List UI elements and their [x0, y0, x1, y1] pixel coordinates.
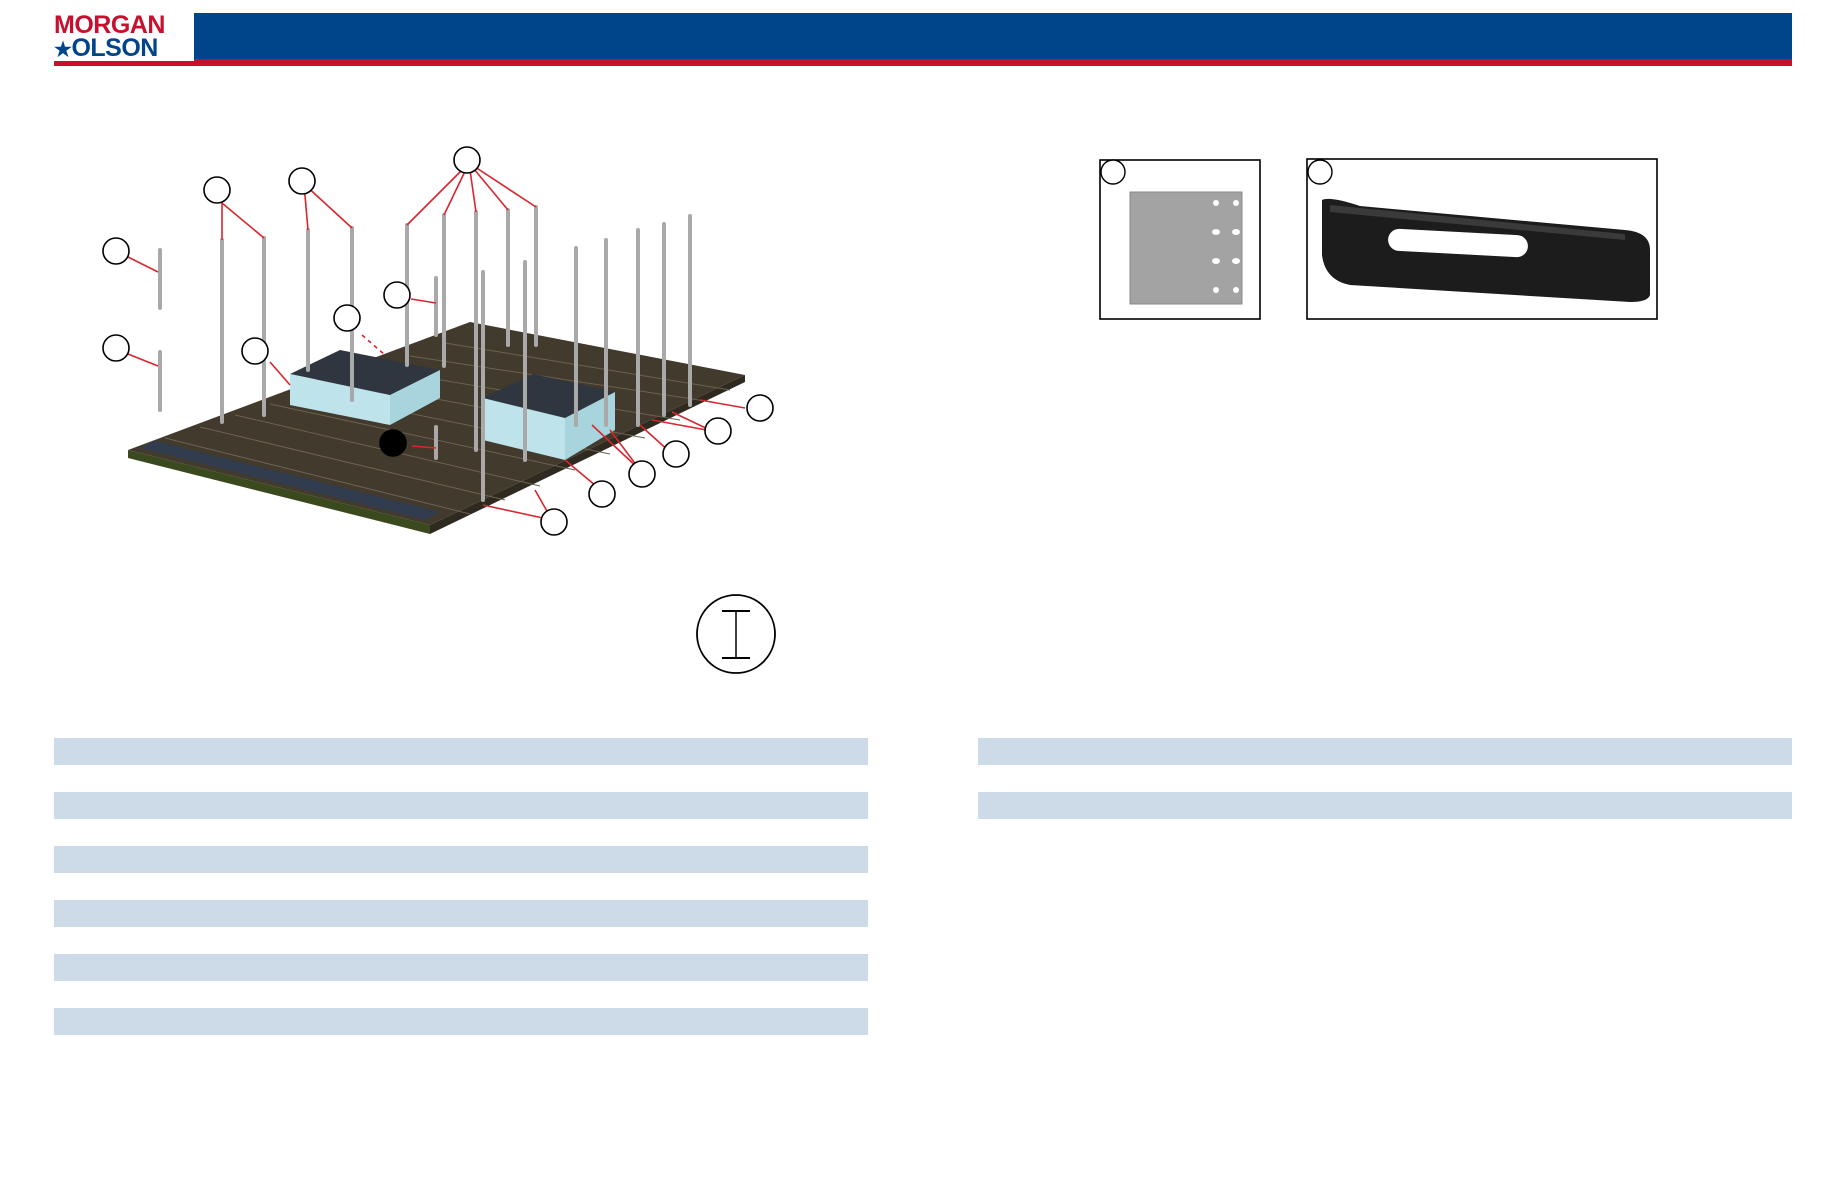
- callout-circles: [102, 146, 774, 536]
- wheel-well-left: [290, 350, 440, 425]
- callout-circle: [383, 281, 411, 309]
- callout-circle: [704, 417, 732, 445]
- plate-detail-panel: [1099, 159, 1261, 320]
- plate-holes: [1212, 200, 1240, 293]
- logo-text-morgan: MORGAN: [54, 11, 165, 39]
- callout-circle: [203, 176, 231, 204]
- callout-circle: [746, 394, 774, 422]
- wheel-well-right: [483, 374, 615, 460]
- table-row: [54, 738, 868, 765]
- callout-circle: [453, 146, 481, 174]
- callout-circle: [102, 237, 130, 265]
- table-row: [54, 792, 868, 819]
- callout-circle: [662, 440, 690, 468]
- table-row: [54, 846, 868, 873]
- floor-assembly-diagram: [102, 146, 1658, 674]
- callout-leaders: [127, 162, 746, 521]
- star-icon: ★: [54, 39, 72, 61]
- callout-circle: [540, 508, 568, 536]
- callout-circle: [588, 480, 616, 508]
- vertical-posts: [158, 205, 692, 502]
- i-beam-symbol: [696, 594, 776, 674]
- callout-circle: [333, 304, 361, 332]
- callout-circle: [1307, 159, 1333, 185]
- morgan-olson-logo: MORGAN ★OLSON: [54, 11, 194, 62]
- step-handle-detail-panel: [1306, 158, 1658, 320]
- table-row: [54, 1008, 868, 1035]
- callout-circle: [1100, 159, 1126, 185]
- callout-circle: [102, 334, 130, 362]
- header-bar: [54, 13, 1792, 66]
- callout-circle-filled: [379, 429, 407, 457]
- table-row: [978, 738, 1792, 765]
- callout-circle: [241, 337, 269, 365]
- table-row: [54, 900, 868, 927]
- hidden-leader: [361, 334, 386, 356]
- table-row: [54, 954, 868, 981]
- logo-text-olson: OLSON: [71, 34, 158, 62]
- table-row: [978, 792, 1792, 819]
- callout-circle: [288, 167, 316, 195]
- callout-circle: [628, 460, 656, 488]
